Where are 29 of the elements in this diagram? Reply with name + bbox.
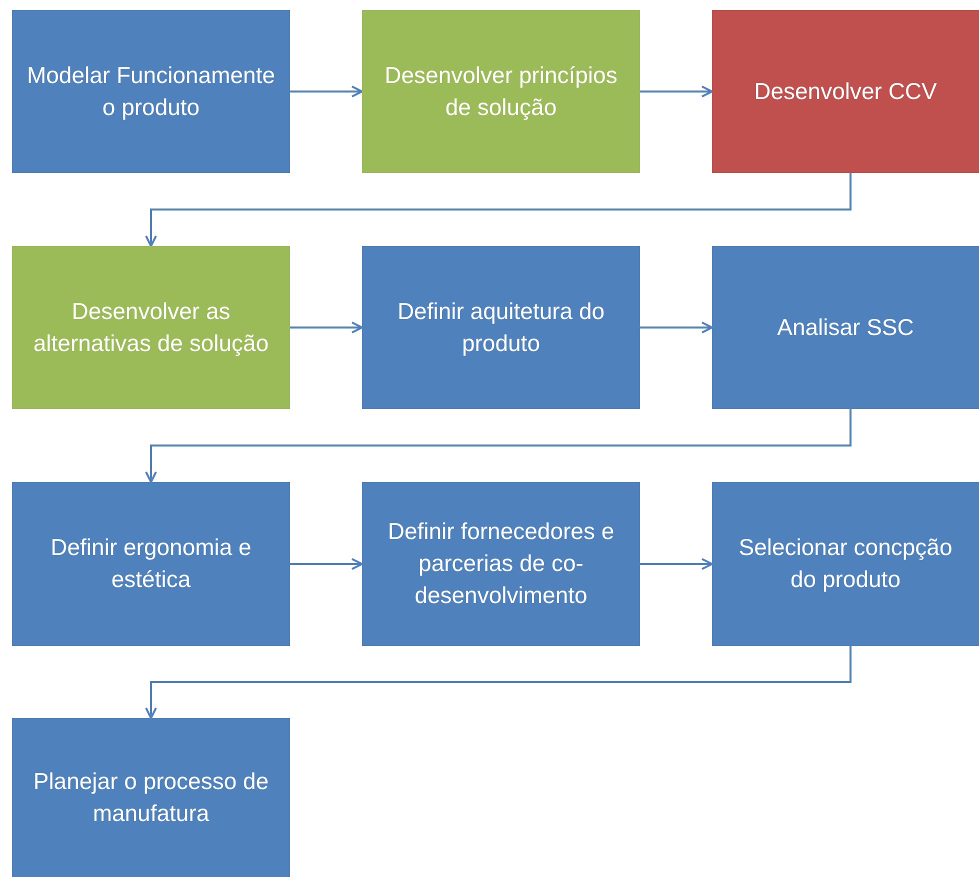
arrow	[145, 173, 852, 247]
step-label: Planejar o processo de manufatura	[32, 766, 270, 828]
process-box	[362, 482, 640, 646]
process-box	[12, 482, 290, 646]
arrow	[290, 322, 363, 334]
process-box	[362, 10, 640, 173]
step-label: Definir ergonomia e estética	[50, 533, 252, 594]
process-box	[712, 10, 979, 173]
process-box	[12, 246, 290, 409]
arrow	[145, 409, 852, 483]
step-label: Desenvolver as alternativas de solução	[32, 296, 270, 358]
process-box	[712, 482, 979, 646]
step-label: Analisar SSC	[777, 312, 914, 342]
step-label: Desenvolver princípios de solução	[384, 60, 618, 122]
arrow	[640, 86, 713, 98]
step-label: Desenvolver CCV	[754, 76, 937, 106]
process-box	[12, 10, 290, 173]
arrow	[640, 322, 713, 334]
step-label: Modelar Funcionamente o produto	[26, 60, 276, 122]
process-box	[362, 246, 640, 409]
step-label: Definir aquitetura do produto	[396, 296, 606, 358]
arrow	[290, 558, 363, 570]
arrow	[640, 558, 713, 570]
arrow	[290, 86, 363, 98]
step-label: Definir fornecedores e parcerias de co-desenvolvimento	[386, 517, 616, 610]
step-label: Selecionar concpção do produto	[738, 533, 954, 594]
arrow	[145, 646, 852, 719]
process-box	[712, 246, 979, 409]
process-box	[12, 718, 290, 877]
